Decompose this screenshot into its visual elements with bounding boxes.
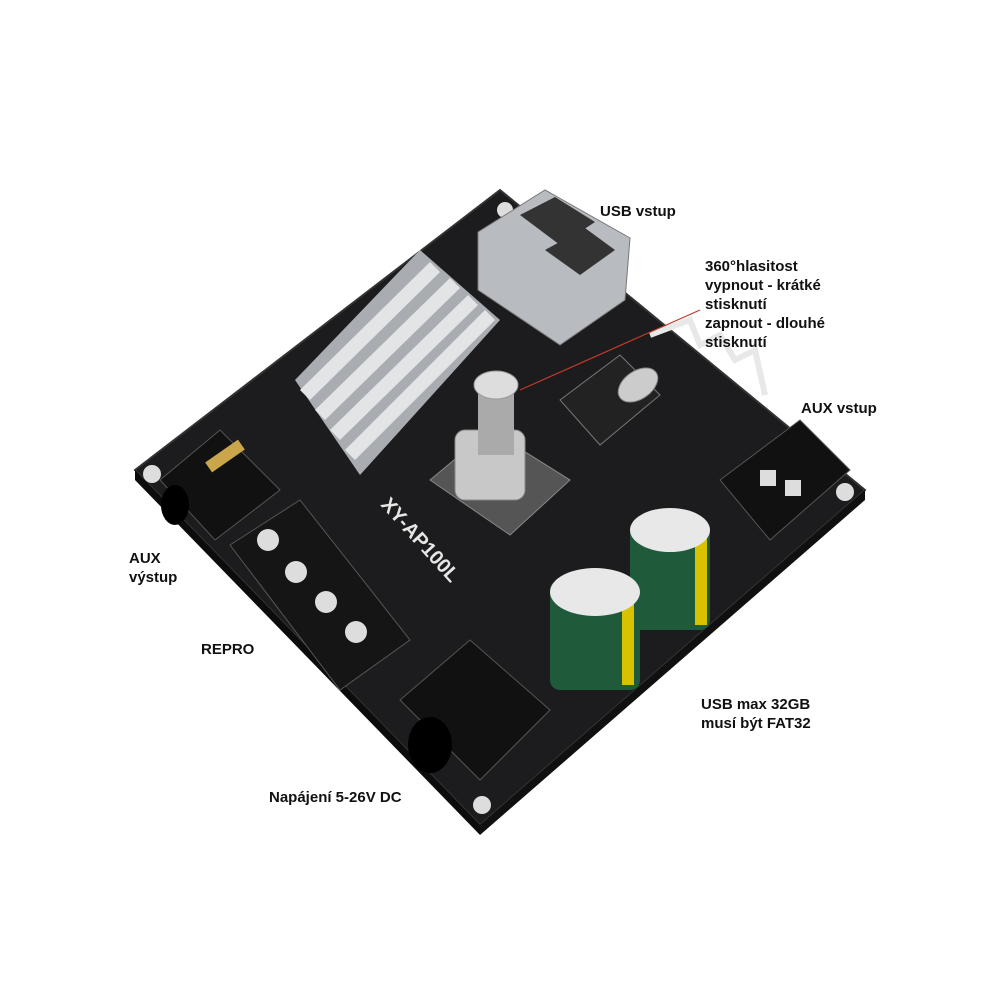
label-aux-input: AUX vstup [801, 400, 877, 417]
mounting-hole [143, 465, 161, 483]
usb-port [477, 189, 631, 346]
rotary-encoder-knob [429, 370, 571, 536]
label-knob-line: zapnout - dlouhé [705, 315, 825, 332]
label-usb-note-line: musí být FAT32 [701, 715, 811, 732]
heatsink [295, 250, 500, 475]
label-aux-output: AUX výstup [129, 549, 177, 587]
speaker-terminal-block [229, 499, 411, 691]
aux-input-jack [719, 419, 851, 541]
label-usb-note: USB max 32GB musí být FAT32 [701, 695, 811, 733]
antenna-trace [648, 316, 768, 396]
aux-output-jack [159, 429, 281, 541]
label-knob-line: vypnout - krátké [705, 277, 821, 294]
label-knob: 360°hlasitost vypnout - krátké stisknutí… [705, 257, 825, 352]
label-usb-input: USB vstup [600, 203, 676, 220]
pointer-line [519, 309, 701, 391]
capacitor [630, 508, 710, 630]
label-speaker: REPRO [201, 641, 255, 658]
label-aux-output-line: AUX [129, 550, 161, 567]
capacitor [550, 568, 640, 690]
label-knob-line: stisknutí [705, 296, 767, 313]
label-power: Napájení 5-26V DC [269, 789, 402, 806]
mounting-hole [836, 483, 854, 501]
dc-power-jack [399, 639, 551, 781]
mounting-hole [473, 796, 491, 814]
label-knob-line: 360°hlasitost [705, 258, 798, 275]
label-usb-note-line: USB max 32GB [701, 696, 811, 713]
crystal [617, 367, 659, 403]
label-knob-line: stisknutí [705, 334, 767, 351]
label-aux-output-line: výstup [129, 569, 178, 586]
